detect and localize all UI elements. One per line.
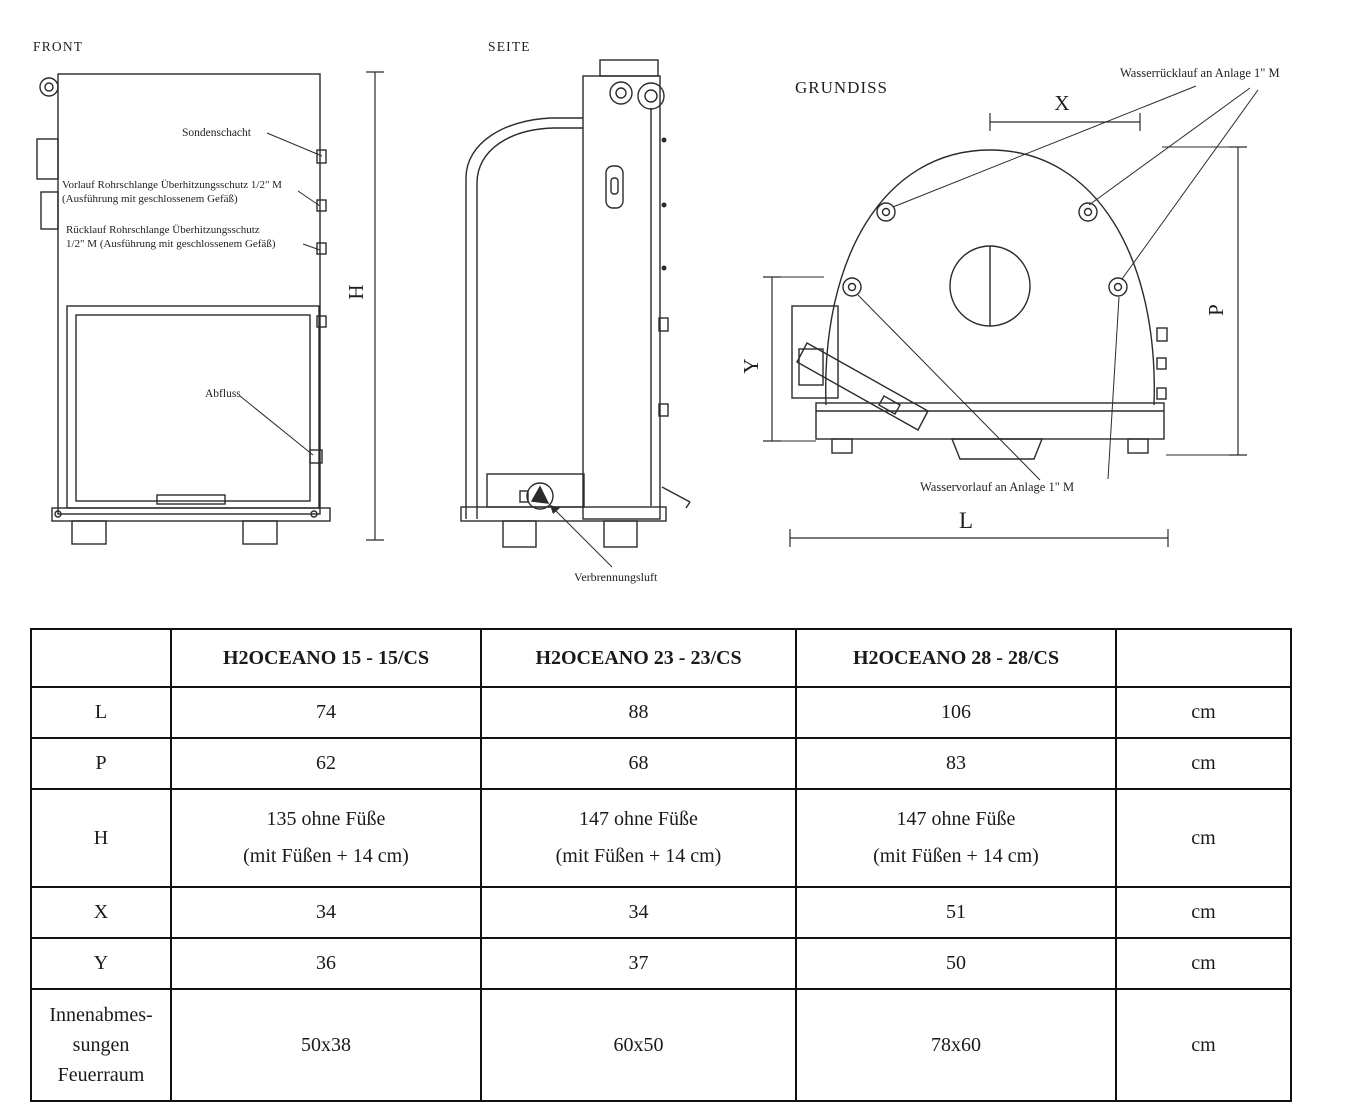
row-label: Y <box>30 937 172 990</box>
plan-dimension-x <box>989 113 1141 131</box>
col-header-model-28: H2OCEANO 28 - 28/CS <box>795 628 1117 688</box>
value-cell: 50x38 <box>170 988 482 1102</box>
technical-drawings: FRONT H Sondenschacht Vorlauf Rohrs <box>33 39 1280 584</box>
unit-cell: cm <box>1115 886 1292 939</box>
value-cell: 74 <box>170 686 482 739</box>
ruecklauf-label-line2: 1/2" M (Ausführung mit geschlossenem Gef… <box>66 238 276 250</box>
plan-view-drawing: GRUNDISS Wasserrücklauf an Anlage 1" M <box>739 66 1280 547</box>
vorlauf-label-line2: (Ausführung mit geschlossenem Gefäß) <box>62 193 238 205</box>
sondenschacht-label: Sondenschacht <box>182 127 252 139</box>
table-row-X: X 34 34 51 cm <box>30 886 1292 939</box>
side-view-title: SEITE <box>488 39 531 54</box>
dim-l-label: L <box>959 508 973 533</box>
dim-x-label: X <box>1054 91 1069 115</box>
dim-h-label: H <box>344 284 368 299</box>
plan-dimension-p <box>1162 146 1247 456</box>
value-cell: 106 <box>795 686 1117 739</box>
table-row-P: P 62 68 83 cm <box>30 737 1292 790</box>
verbrennungsluft-label: Verbrennungsluft <box>574 570 658 584</box>
value-cell: 37 <box>480 937 797 990</box>
side-body-outline <box>582 75 661 520</box>
front-dimension-h <box>366 71 384 541</box>
value-cell: 62 <box>170 737 482 790</box>
row-label: P <box>30 737 172 790</box>
value-cell: 51 <box>795 886 1117 939</box>
value-cell: 50 <box>795 937 1117 990</box>
row-label: L <box>30 686 172 739</box>
front-body-outline <box>57 73 321 515</box>
dim-y-label: Y <box>739 358 763 373</box>
value-cell: 68 <box>480 737 797 790</box>
value-cell: 78x60 <box>795 988 1117 1102</box>
front-view-title: FRONT <box>33 39 83 54</box>
value-cell: 34 <box>480 886 797 939</box>
table-header-row: H2OCEANO 15 - 15/CS H2OCEANO 23 - 23/CS … <box>30 628 1292 688</box>
abfluss-label: Abfluss <box>205 388 241 400</box>
col-header-unit <box>1115 628 1292 688</box>
side-view-drawing: SEITE Verbrennungsluft <box>460 39 691 584</box>
plan-dimension-y <box>763 276 824 442</box>
wasserruecklauf-label: Wasserrücklauf an Anlage 1" M <box>1120 66 1280 80</box>
row-label: X <box>30 886 172 939</box>
value-cell: 135 ohne Füße (mit Füßen + 14 cm) <box>170 788 482 888</box>
value-cell: 147 ohne Füße (mit Füßen + 14 cm) <box>480 788 797 888</box>
col-header-empty <box>30 628 172 688</box>
ruecklauf-label-line1: Rücklauf Rohrschlange Überhitzungsschutz <box>66 224 260 236</box>
value-cell: 34 <box>170 886 482 939</box>
front-view-drawing: FRONT H Sondenschacht Vorlauf Rohrs <box>33 39 384 545</box>
table-row-H: H 135 ohne Füße (mit Füßen + 14 cm) 147 … <box>30 788 1292 888</box>
plan-dimension-l <box>789 529 1169 547</box>
value-cell: 36 <box>170 937 482 990</box>
value-cell: 60x50 <box>480 988 797 1102</box>
dimensions-table: H2OCEANO 15 - 15/CS H2OCEANO 23 - 23/CS … <box>30 628 1292 1102</box>
row-label: H <box>30 788 172 888</box>
value-cell: 83 <box>795 737 1117 790</box>
value-cell: 147 ohne Füße (mit Füßen + 14 cm) <box>795 788 1117 888</box>
table-row-innenabmessungen: Innenabmes- sungen Feuerraum 50x38 60x50… <box>30 988 1292 1102</box>
vorlauf-label-line1: Vorlauf Rohrschlange Überhitzungsschutz … <box>62 179 282 191</box>
plan-view-title: GRUNDISS <box>795 78 888 97</box>
unit-cell: cm <box>1115 937 1292 990</box>
wasservorlauf-label: Wasservorlauf an Anlage 1" M <box>920 480 1074 494</box>
unit-cell: cm <box>1115 686 1292 739</box>
table-row-L: L 74 88 106 cm <box>30 686 1292 739</box>
col-header-model-23: H2OCEANO 23 - 23/CS <box>480 628 797 688</box>
plan-dome-outline <box>825 149 1155 406</box>
row-label: Innenabmes- sungen Feuerraum <box>30 988 172 1102</box>
unit-cell: cm <box>1115 737 1292 790</box>
col-header-model-15: H2OCEANO 15 - 15/CS <box>170 628 482 688</box>
unit-cell: cm <box>1115 988 1292 1102</box>
dim-p-label: P <box>1204 304 1228 316</box>
table-row-Y: Y 36 37 50 cm <box>30 937 1292 990</box>
value-cell: 88 <box>480 686 797 739</box>
unit-cell: cm <box>1115 788 1292 888</box>
